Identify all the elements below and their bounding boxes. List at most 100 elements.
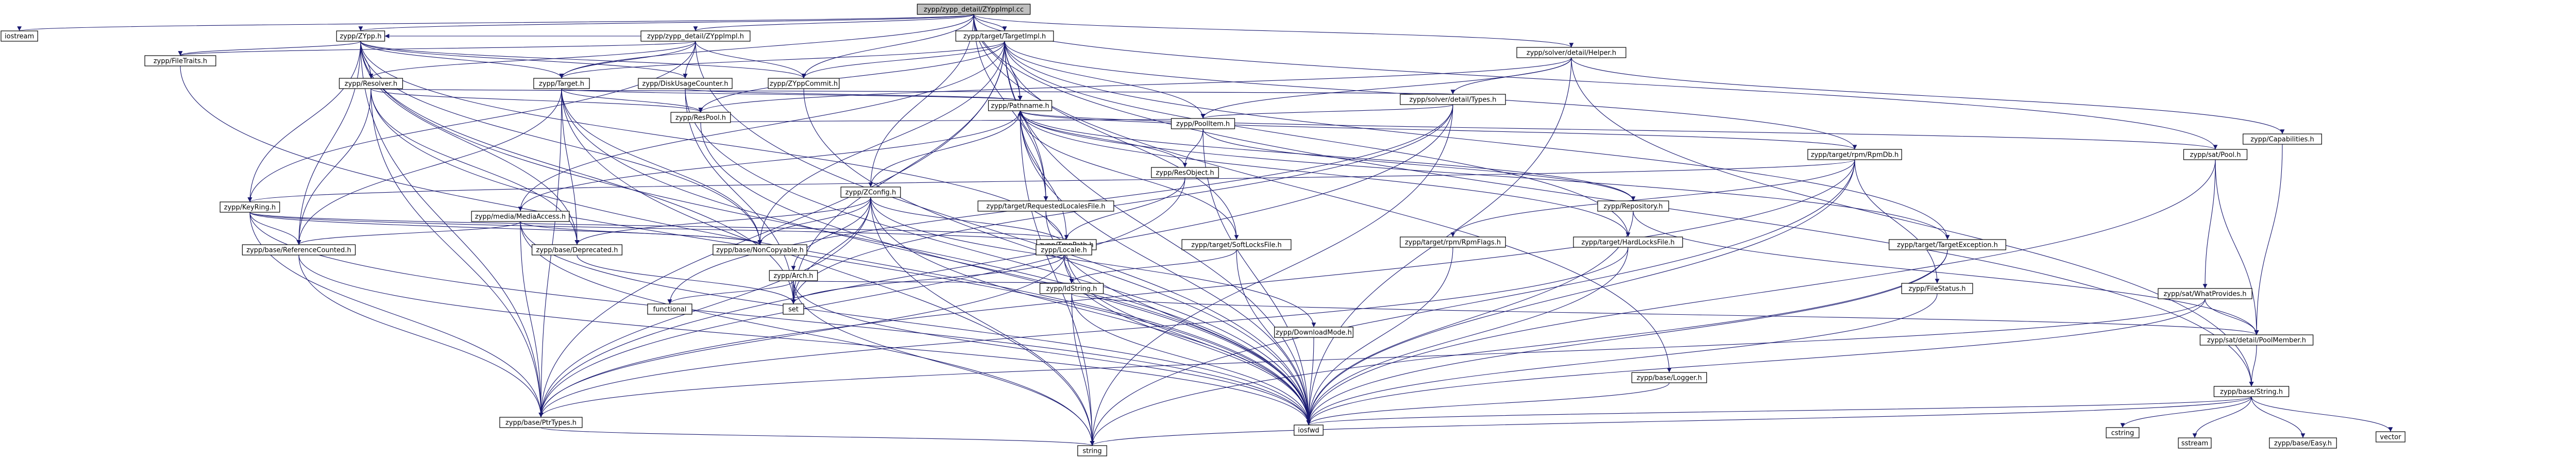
node-box	[1039, 283, 1104, 294]
node-label: zypp/base/ReferenceCounted.h	[246, 247, 351, 254]
edge-string-h-to-string	[1090, 396, 2252, 446]
node-box	[1400, 236, 1506, 248]
graph-node-target-h[interactable]: zypp/Target.h	[533, 78, 590, 89]
edge-rpmdb-h-to-ptrtypes-h	[538, 159, 1855, 418]
edge-pool-h-to-pathname-h	[1018, 110, 2216, 150]
edge-root-to-zypp-h	[359, 14, 974, 31]
graph-node-softlocks-h[interactable]: zypp/target/SoftLocksFile.h	[1181, 239, 1292, 250]
graph-node-keyring-h[interactable]: zypp/KeyRing.h	[219, 201, 280, 213]
edge-root-to-zyppcommit-h	[801, 14, 974, 79]
graph-node-targetimpl-h[interactable]: zypp/target/TargetImpl.h	[955, 30, 1054, 42]
node-label: sstream	[2181, 440, 2208, 448]
graph-node-downloadmode-h[interactable]: zypp/DownloadMode.h	[1274, 327, 1353, 338]
edge-pooltem-h-to-resobject-h	[1182, 128, 1204, 168]
node-label: zypp/media/MediaAccess.h	[475, 213, 566, 221]
edge-root-to-string-h	[973, 14, 2254, 387]
node-label: zypp/Target.h	[539, 80, 584, 88]
graph-node-refcounted-h[interactable]: zypp/base/ReferenceCounted.h	[242, 244, 356, 256]
graph-node-zyppimpl-h[interactable]: zypp/zypp_detail/ZYppImpl.h	[640, 30, 751, 42]
graph-node-rpmdb-h[interactable]: zypp/target/rpm/RpmDb.h	[1807, 149, 1902, 160]
node-label: zypp/ResObject.h	[1156, 169, 1214, 177]
edge-hardlocks-h-to-iosfwd	[1306, 247, 1629, 426]
edge-mediaaccess-h-to-ptrtypes-h	[520, 221, 544, 418]
graph-node-logger-h[interactable]: zypp/base/Logger.h	[1631, 372, 1707, 383]
node-label: zypp/Pathname.h	[991, 103, 1049, 110]
graph-node-rpmflags-h[interactable]: zypp/target/rpm/RpmFlags.h	[1400, 236, 1506, 248]
node-label: cstring	[2111, 430, 2134, 437]
graph-node-string-h[interactable]: zypp/base/String.h	[2213, 386, 2290, 397]
edge-targetimpl-h-to-zyppcommit-h	[801, 41, 1005, 79]
edge-softlocks-h-to-idstring-h	[1069, 249, 1237, 284]
edge-refcounted-h-to-iosfwd	[298, 254, 1311, 426]
graph-node-targetexc-h[interactable]: zypp/target/TargetException.h	[1889, 239, 2006, 250]
node-label: zypp/ZYpp.h	[340, 33, 381, 41]
graph-node-mediaaccess-h[interactable]: zypp/media/MediaAccess.h	[471, 211, 570, 222]
graph-node-easy-h[interactable]: zypp/base/Easy.h	[2269, 437, 2337, 449]
graph-node-filetraits-h[interactable]: zypp/FileTraits.h	[144, 55, 216, 66]
edge-rpmdb-h-to-pathname-h	[1018, 110, 1855, 150]
graph-node-reqlocales-h[interactable]: zypp/target/RequestedLocalesFile.h	[977, 200, 1114, 212]
graph-node-filestatus-h[interactable]: zypp/FileStatus.h	[1901, 283, 1973, 294]
node-box	[783, 303, 804, 315]
node-box	[2158, 288, 2252, 299]
edge-zconfig-h-to-string	[870, 197, 1095, 446]
edge-pathname-h-to-string	[1020, 110, 1095, 446]
graph-node-resobject-h[interactable]: zypp/ResObject.h	[1151, 167, 1219, 178]
edge-targetimpl-h-to-targetexc-h	[1004, 41, 1950, 240]
node-label: zypp/solver/detail/Types.h	[1409, 96, 1496, 104]
edge-root-to-iostream	[18, 14, 974, 31]
graph-node-noncopyable-h[interactable]: zypp/base/NonCopyable.h	[713, 244, 807, 256]
edge-zyppimpl-h-to-diskusage-h	[683, 41, 696, 79]
graph-node-poolmember-h[interactable]: zypp/sat/detail/PoolMember.h	[2199, 334, 2314, 346]
graph-node-hardlocks-h[interactable]: zypp/target/HardLocksFile.h	[1573, 236, 1683, 248]
edge-pool-h-to-poolmember-h	[2215, 159, 2259, 335]
node-box	[1036, 244, 1092, 256]
edge-targetimpl-h-to-softlocks-h	[1004, 41, 1239, 240]
edge-zypp-h-to-filetraits-h	[178, 41, 361, 56]
graph-node-resolver-h[interactable]: zypp/Resolver.h	[338, 78, 403, 89]
node-box	[1889, 239, 2006, 250]
node-label: zypp/ZConfig.h	[845, 189, 896, 197]
node-box	[640, 30, 751, 42]
graph-node-deprecated-h[interactable]: zypp/base/Deprecated.h	[531, 244, 622, 256]
graph-node-pool-h[interactable]: zypp/sat/Pool.h	[2183, 149, 2248, 160]
edge-mediaaccess-h-to-pathname-h	[520, 110, 1023, 212]
graph-node-zypp-h[interactable]: zypp/ZYpp.h	[336, 30, 385, 42]
graph-node-pooltem-h[interactable]: zypp/PoolItem.h	[1171, 118, 1235, 129]
node-box	[1807, 149, 1902, 160]
graph-node-repository-h[interactable]: zypp/Repository.h	[1597, 200, 1669, 212]
graph-node-capabilities-h[interactable]: zypp/Capabilities.h	[2243, 133, 2322, 145]
graph-node-solvertypes-h[interactable]: zypp/solver/detail/Types.h	[1400, 94, 1506, 105]
edge-zconfig-h-to-set	[791, 197, 871, 304]
node-box	[2106, 427, 2140, 438]
node-box	[533, 78, 590, 89]
edge-pool-h-to-whatprovides-h	[2202, 159, 2216, 289]
graph-node-ptrtypes-h[interactable]: zypp/base/PtrTypes.h	[499, 417, 583, 428]
graph-node-arch-h[interactable]: zypp/Arch.h	[769, 270, 818, 281]
graph-node-diskusage-h[interactable]: zypp/DiskUsageCounter.h	[638, 78, 733, 89]
graph-node-respool-h[interactable]: zypp/ResPool.h	[670, 112, 731, 123]
edge-targetimpl-h-to-noncopyable-h	[757, 41, 1005, 245]
edge-rpmdb-h-to-filestatus-h	[1854, 159, 1940, 284]
node-label: zypp/FileTraits.h	[154, 58, 207, 65]
edge-resolver-h-to-ptrtypes-h	[370, 88, 544, 418]
graph-node-pathname-h[interactable]: zypp/Pathname.h	[988, 100, 1053, 111]
graph-node-locale-h[interactable]: zypp/Locale.h	[1036, 244, 1092, 256]
edge-string-h-to-sstream	[2192, 396, 2252, 438]
edge-mediaaccess-h-to-string	[520, 221, 1095, 446]
edge-diskusage-h-to-pathname-h	[685, 88, 1022, 101]
edge-filestatus-h-to-iosfwd	[1306, 293, 1938, 426]
graph-node-root[interactable]: zypp/zypp_detail/ZYppImpl.cc	[917, 4, 1031, 15]
edge-targetimpl-h-to-target-h	[559, 41, 1005, 79]
edge-resolver-h-to-respool-h	[370, 88, 703, 113]
graph-node-helper-h[interactable]: zypp/solver/detail/Helper.h	[1516, 47, 1626, 58]
edge-locale-h-to-set	[791, 254, 1064, 304]
graph-node-zconfig-h[interactable]: zypp/ZConfig.h	[840, 186, 901, 198]
node-label: zypp/sat/Pool.h	[2190, 151, 2241, 159]
graph-node-whatprovides-h[interactable]: zypp/sat/WhatProvides.h	[2158, 288, 2252, 299]
edge-repository-h-to-iosfwd	[1306, 211, 1634, 426]
graph-node-idstring-h[interactable]: zypp/IdString.h	[1039, 283, 1104, 294]
graph-node-sstream: sstream	[2178, 437, 2212, 449]
edge-tmppath-h-to-ptrtypes-h	[538, 249, 1067, 418]
graph-node-zyppcommit-h[interactable]: zypp/ZYppCommit.h	[768, 78, 840, 89]
